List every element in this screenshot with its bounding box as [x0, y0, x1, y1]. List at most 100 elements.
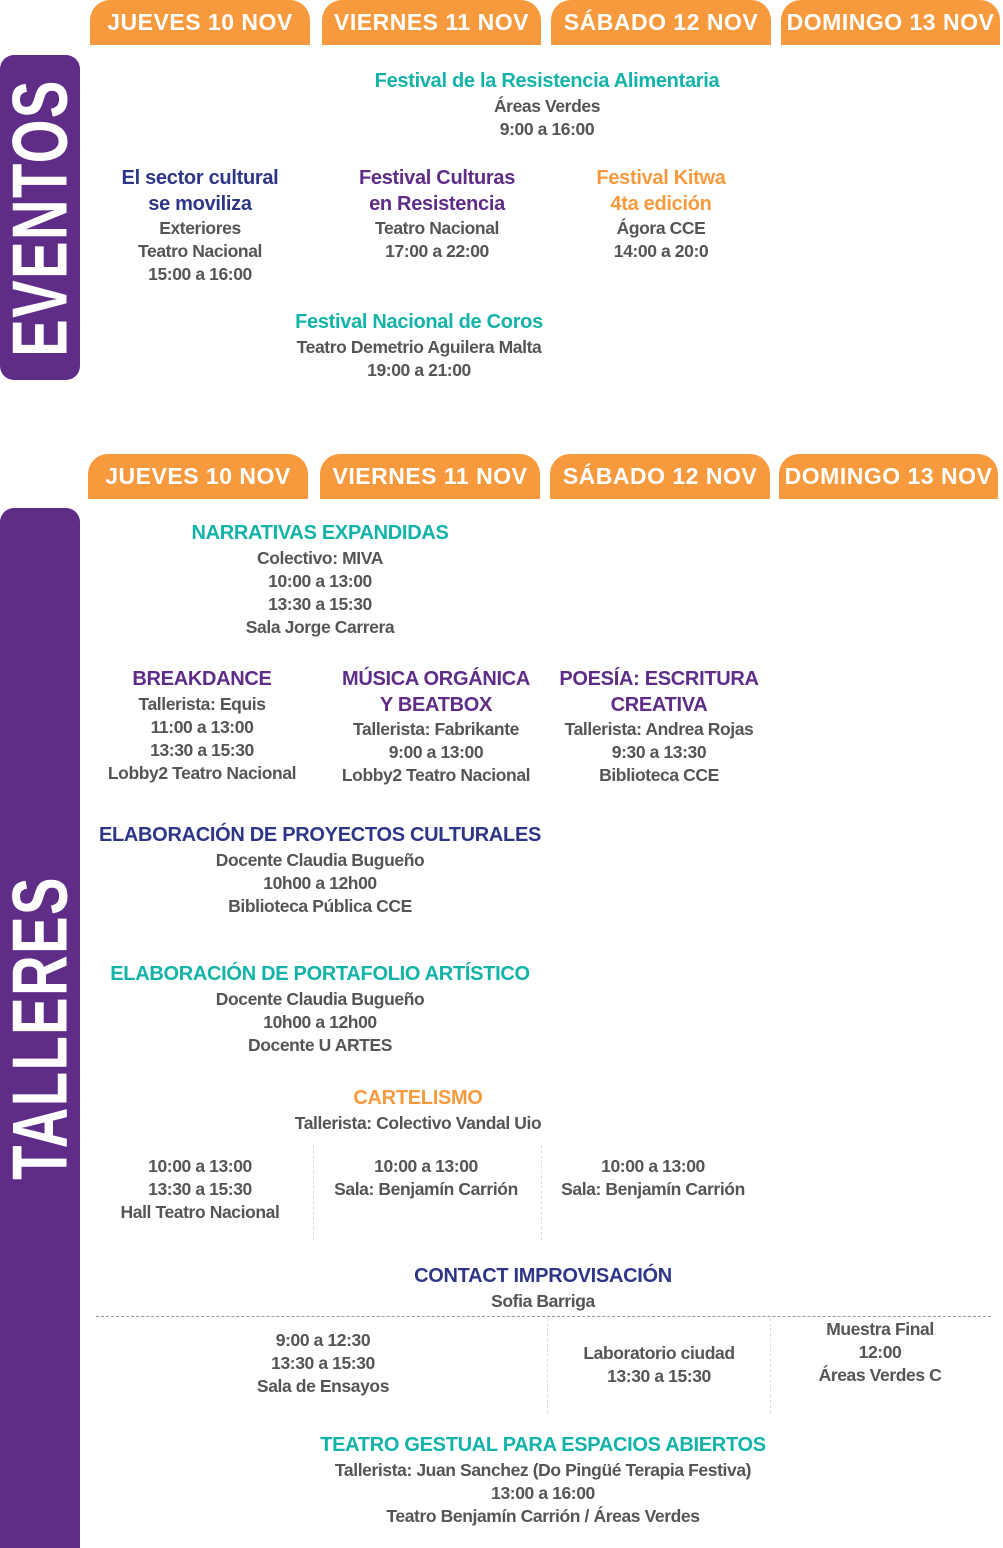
- block-detail: Docente Claudia Bugueño: [215, 849, 425, 870]
- block-detail: 14:00 a 20:0: [613, 241, 709, 261]
- block-title: Festival Culturas: [358, 167, 516, 189]
- block-title: ELABORACIÓN DE PORTAFOLIO ARTÍSTICO: [110, 963, 530, 985]
- block-detail: 9:00 a 16:00: [499, 118, 595, 139]
- talleres-section-bar: TALLERES: [0, 508, 84, 1548]
- block-detail: 9:00 a 13:00: [388, 742, 484, 762]
- divider: [96, 1316, 991, 1317]
- eventos-section-bar: EVENTOS: [0, 55, 84, 380]
- block-title: Y BEATBOX: [379, 693, 493, 716]
- block-detail: 9:30 a 13:30: [611, 742, 707, 762]
- block-detail: 13:30 a 15:30: [268, 593, 372, 614]
- block-detail: Lobby2 Teatro Nacional: [107, 762, 297, 783]
- block-detail: Áreas Verdes C: [818, 1365, 942, 1385]
- block-title: se moviliza: [148, 192, 252, 215]
- block-detail: 10h00 a 12h00: [263, 1011, 377, 1032]
- block-title: Festival Nacional de Coros: [295, 311, 543, 333]
- block-title: TEATRO GESTUAL PARA ESPACIOS ABIERTOS: [320, 1434, 766, 1456]
- divider: [770, 1318, 771, 1413]
- block-detail: Teatro Demetrio Aguilera Malta: [296, 336, 542, 357]
- block-detail: Muestra Final: [826, 1319, 934, 1339]
- block-detail: 13:30 a 15:30: [150, 739, 254, 760]
- block-detail: Biblioteca Pública CCE: [228, 895, 412, 916]
- block-detail: 12:00: [858, 1342, 902, 1362]
- block-detail: Tallerista: Colectivo Vandal Uio: [294, 1112, 542, 1133]
- block-detail: Sala: Benjamín Carrión: [334, 1179, 518, 1199]
- ta-portafolio-block: ELABORACIÓN DE PORTAFOLIO ARTÍSTICO Docen…: [80, 962, 560, 1057]
- day-header-tab: DOMINGO 13 NOV: [781, 0, 1000, 45]
- block-title: POESÍA: ESCRITURA: [559, 668, 759, 690]
- block-title: ELABORACIÓN DE PROYECTOS CULTURALES: [98, 824, 542, 846]
- block-title: CONTACT IMPROVISACIÓN: [414, 1265, 672, 1287]
- divider: [541, 1145, 542, 1240]
- block-detail: 17:00 a 22:00: [385, 241, 489, 261]
- block-detail: Lobby2 Teatro Nacional: [341, 765, 531, 785]
- ta-musica-block: MÚSICA ORGÁNICA Y BEATBOX Tallerista: Fabr…: [196, 667, 676, 787]
- block-detail: 10:00 a 13:00: [268, 570, 372, 591]
- block-title: Festival Kitwa: [596, 167, 726, 189]
- block-detail: Laboratorio ciudad: [583, 1343, 735, 1363]
- block-detail: 10:00 a 13:00: [148, 1156, 252, 1176]
- block-title: BREAKDANCE: [132, 668, 272, 690]
- block-detail: 9:00 a 12:30: [275, 1330, 371, 1350]
- block-detail: Colectivo: MIVA: [257, 547, 383, 568]
- day-header-tab: VIERNES 11 NOV: [322, 0, 541, 45]
- ta-contact-block: CONTACT IMPROVISACIÓN Sofia Barriga: [303, 1264, 783, 1313]
- block-detail: 10:00 a 13:00: [374, 1156, 478, 1176]
- block-detail: Tallerista: Juan Sanchez (Do Pingüé Tera…: [334, 1459, 752, 1480]
- day-header-tab: VIERNES 11 NOV: [320, 454, 540, 499]
- block-title: NARRATIVAS EXPANDIDAS: [191, 522, 449, 544]
- day-header-tab: JUEVES 10 NOV: [90, 0, 310, 45]
- block-title: MÚSICA ORGÁNICA: [341, 668, 531, 690]
- block-title: en Resistencia: [369, 192, 505, 215]
- block-detail: Docente U ARTES: [247, 1034, 393, 1055]
- block-detail: Hall Teatro Nacional: [120, 1202, 280, 1222]
- block-detail: Docente Claudia Bugueño: [215, 988, 425, 1009]
- block-title: CARTELISMO: [353, 1087, 483, 1109]
- block-detail: Teatro Benjamín Carrión / Áreas Verdes: [386, 1505, 700, 1526]
- block-detail: Áreas Verdes: [493, 95, 601, 116]
- day-header-tab: SÁBADO 12 NOV: [551, 0, 771, 45]
- block-detail: Tallerista: Equis: [138, 693, 266, 714]
- block-detail: Biblioteca CCE: [599, 765, 719, 785]
- ta-poesia-block: POESÍA: ESCRITURA CREATIVA Tallerista: And…: [419, 667, 899, 787]
- block-detail: Sala: Benjamín Carrión: [561, 1179, 745, 1199]
- day-header-tab: SÁBADO 12 NOV: [550, 454, 770, 499]
- ta-proyectos-block: ELABORACIÓN DE PROYECTOS CULTURALES Docen…: [80, 823, 560, 918]
- block-detail: Sala de Ensayos: [256, 1376, 390, 1396]
- ta-cartelismo-block: CARTELISMO Tallerista: Colectivo Vandal U…: [178, 1086, 658, 1135]
- block-detail: Sofia Barriga: [491, 1290, 595, 1311]
- block-title: El sector cultural: [121, 167, 279, 189]
- block-detail: 13:30 a 15:30: [271, 1353, 375, 1373]
- block-detail: 15:00 a 16:00: [148, 264, 252, 284]
- block-detail: Teatro Nacional: [375, 218, 499, 238]
- block-detail: 13:30 a 15:30: [148, 1179, 252, 1199]
- divider: [547, 1318, 548, 1413]
- day-header-tab: JUEVES 10 NOV: [88, 454, 308, 499]
- block-title: 4ta edición: [610, 192, 712, 215]
- block-detail: 13:30 a 15:30: [607, 1366, 711, 1386]
- talleres-section-label: TALLERES: [0, 876, 84, 1180]
- day-header-tab: DOMINGO 13 NOV: [779, 454, 998, 499]
- block-detail: 19:00 a 21:00: [367, 359, 471, 380]
- block-title: Festival de la Resistencia Alimentaria: [374, 70, 720, 92]
- block-detail: 10h00 a 12h00: [263, 872, 377, 893]
- divider: [313, 1145, 314, 1240]
- ta-contact-b-block: Laboratorio ciudad 13:30 a 15:30: [419, 1342, 899, 1388]
- block-title: CREATIVA: [610, 693, 708, 716]
- block-detail: 13:00 a 16:00: [491, 1482, 595, 1503]
- block-detail: Teatro Nacional: [138, 241, 262, 261]
- block-detail: Tallerista: Andrea Rojas: [564, 719, 754, 739]
- block-detail: Tallerista: Fabrikante: [353, 719, 519, 739]
- block-detail: 11:00 a 13:00: [150, 716, 254, 737]
